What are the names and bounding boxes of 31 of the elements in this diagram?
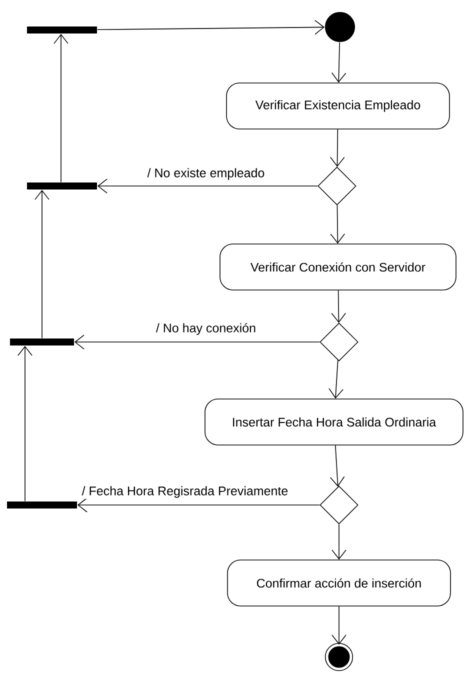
sync-bar — [10, 338, 74, 346]
end-circle — [324, 642, 354, 672]
arrow — [54, 34, 68, 183]
arrow — [97, 20, 325, 35]
arrow — [332, 524, 346, 560]
arrow — [330, 445, 345, 487]
arrow — [330, 129, 345, 167]
arrow — [77, 498, 320, 512]
arrow — [97, 178, 318, 194]
arrow — [74, 334, 320, 350]
sync-bar — [27, 182, 97, 190]
arrow — [18, 346, 32, 502]
sync-bar — [7, 502, 77, 508]
arrow — [34, 190, 50, 338]
sync-bar — [27, 26, 97, 34]
arrow — [328, 360, 344, 399]
arrow — [331, 290, 346, 323]
decision-diamond — [320, 486, 358, 524]
edge-label: / Fecha Hora Regisrada Previamente — [80, 485, 290, 499]
decision-diamond — [320, 322, 358, 362]
action-box: Verificar Conexión con Servidor — [220, 244, 456, 290]
arrow — [332, 606, 346, 645]
action-box: Insertar Fecha Hora Salida Ordinaria — [204, 398, 464, 446]
edge-label: / No hay conexión — [154, 322, 258, 336]
action-box: Confirmar acción de inserción — [227, 560, 451, 606]
start-circle — [325, 12, 355, 42]
action-box: Verificar Existencia Empleado — [226, 82, 450, 130]
edge-label: / No existe empleado — [146, 167, 266, 181]
arrow — [330, 204, 345, 244]
decision-diamond — [318, 166, 356, 206]
arrow — [331, 42, 346, 83]
